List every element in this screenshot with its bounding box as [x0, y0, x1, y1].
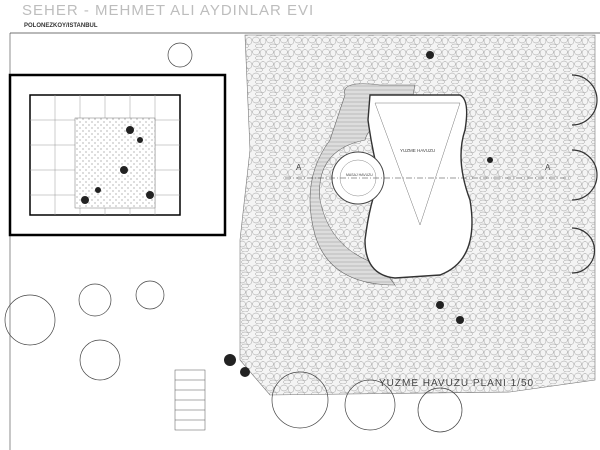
- plan-title: YUZME HAVUZU PLANI 1/50: [379, 378, 535, 389]
- pool-label: YUZME HAVUZU: [400, 148, 435, 153]
- stairs: [174, 369, 206, 431]
- massage-pool-label: MASAJ HAVUZU: [346, 173, 373, 177]
- drawing-subtitle: POLONEZKOY/ISTANBUL: [24, 23, 98, 29]
- inner-garden: [74, 117, 156, 209]
- pool-depth-lines: [374, 102, 461, 226]
- trees: [4, 42, 463, 433]
- garden-shrubs: [81, 126, 154, 204]
- shrubs: [224, 51, 493, 377]
- drawing-title: SEHER - MEHMET ALI AYDINLAR EVI: [22, 2, 315, 19]
- section-mark-right: A: [545, 163, 551, 172]
- right-alcoves: [571, 74, 598, 274]
- section-mark-left: A: [296, 163, 302, 172]
